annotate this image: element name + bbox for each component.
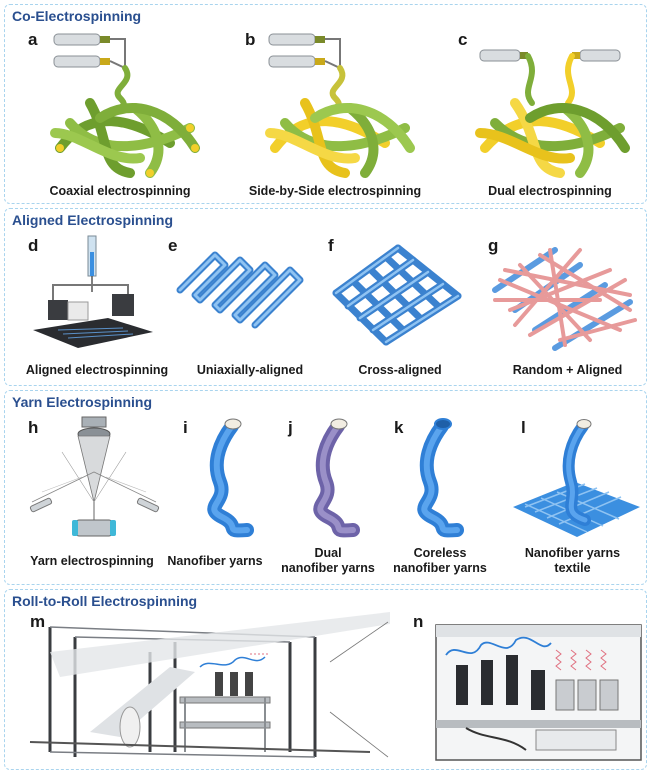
panel-caption: Coreless nanofiber yarns (393, 546, 487, 575)
panel-caption: Cross-aligned (358, 363, 442, 377)
panel-label: c (458, 30, 468, 49)
panel-label: k (394, 418, 404, 437)
section-title: Co-Electrospinning (12, 8, 142, 24)
nanofiber-yarn-textile-illustration (513, 419, 640, 537)
aligned-electrospinning-setup-illustration (33, 235, 153, 348)
yarn-electrospinning-section (4, 390, 647, 585)
section-title: Aligned Electrospinning (12, 212, 174, 228)
section-title: Roll-to-Roll Electrospinning (12, 593, 198, 609)
panel-caption: Aligned electrospinning (25, 363, 169, 377)
panel-label: h (28, 418, 39, 437)
section-title: Yarn Electrospinning (12, 394, 153, 410)
roll-to-roll-detail-illustration (435, 624, 642, 761)
panel-caption: Side-by-Side electrospinning (248, 184, 422, 198)
syringe-icon (268, 33, 341, 70)
panel-caption: Coaxial electrospinning (49, 184, 191, 198)
coaxial-electrospinning-illustration (50, 33, 200, 178)
aligned-electrospinning-section (4, 208, 647, 386)
panel-caption: Nanofiber yarns textile (524, 546, 621, 575)
yarn-electrospinning-setup-illustration (29, 416, 160, 537)
panel-caption: Random + Aligned (512, 363, 623, 377)
nanofiber-yarn-illustration (207, 418, 254, 538)
panel-label: e (168, 236, 178, 255)
side-by-side-electrospinning-illustration (265, 33, 415, 178)
panel-label: l (521, 418, 526, 437)
roll-to-roll-machine-illustration (29, 612, 390, 758)
panel-label: d (28, 236, 39, 255)
panel-label: f (328, 236, 334, 255)
syringe-icon (479, 49, 621, 62)
panel-label: a (28, 30, 38, 49)
coreless-nanofiber-yarn-illustration (417, 418, 464, 538)
panel-caption: Dual electrospinning (488, 184, 612, 198)
panel-label: n (413, 612, 424, 631)
panel-caption: Nanofiber yarns (167, 554, 263, 568)
cross-aligned-fibers-illustration (332, 244, 462, 346)
uniaxially-aligned-fibers-illustration (176, 251, 304, 329)
panel-label: g (488, 236, 499, 255)
syringe-icon (53, 33, 126, 70)
panel-label: b (245, 30, 256, 49)
panel-label: m (30, 612, 46, 631)
roll-to-roll-section (4, 589, 647, 770)
co-electrospinning-section (4, 4, 647, 204)
panel-caption: Yarn electrospinning (30, 554, 154, 568)
panel-label: i (183, 418, 188, 437)
panel-caption: Dual nanofiber yarns (281, 546, 375, 575)
panel-label: j (288, 418, 293, 437)
dual-electrospinning-illustration (475, 49, 630, 178)
panel-caption: Uniaxially-aligned (196, 363, 304, 377)
random-aligned-fibers-illustration (492, 247, 637, 351)
dual-nanofiber-yarn-illustration (313, 418, 360, 538)
